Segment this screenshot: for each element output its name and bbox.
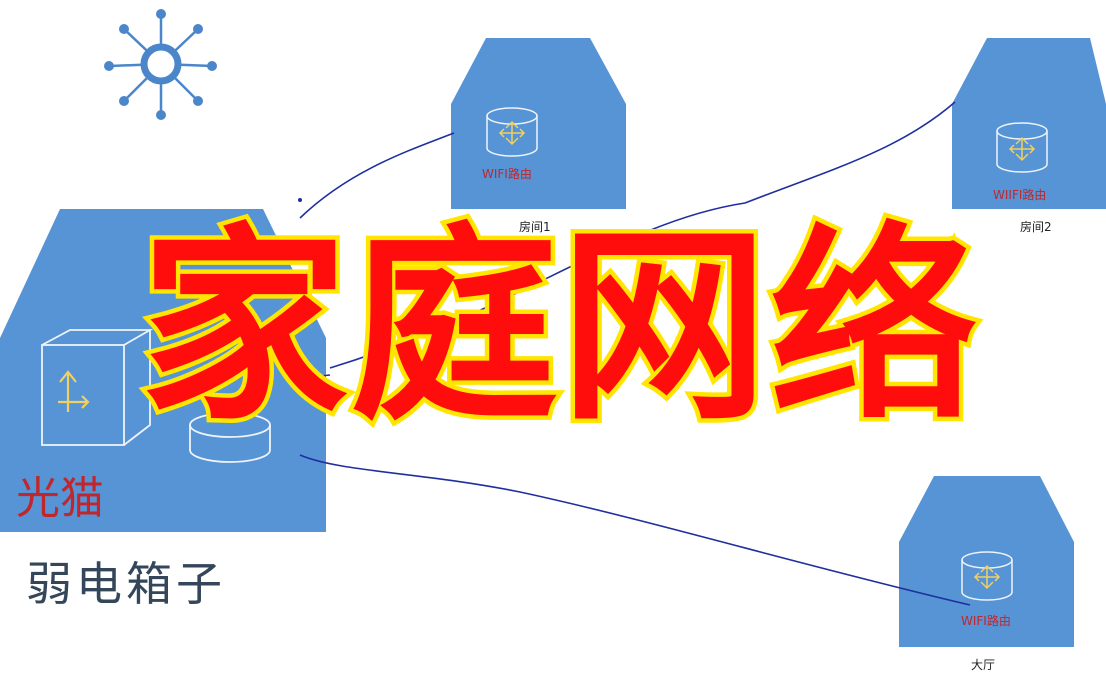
room-label-hall: 大厅 bbox=[971, 658, 996, 672]
room-label-2: 房间2 bbox=[1020, 220, 1052, 234]
router-icon bbox=[996, 122, 1048, 173]
switch-icon bbox=[41, 329, 271, 463]
hub-network-icon bbox=[104, 9, 217, 120]
modem-label: 光猫 bbox=[16, 473, 104, 524]
cable-modem-link bbox=[299, 374, 331, 381]
router-label-room-1: WIFI路由 bbox=[482, 167, 532, 181]
weak-current-box-label: 弱电箱子 bbox=[26, 557, 226, 611]
router-label-room-2: WIIFI路由 bbox=[993, 188, 1047, 202]
network-cables bbox=[298, 101, 971, 606]
modem-box bbox=[0, 209, 326, 532]
room-label-1: 房间1 bbox=[519, 220, 551, 234]
room-box-1 bbox=[451, 38, 626, 209]
router-icon bbox=[486, 107, 538, 157]
router-icon bbox=[961, 551, 1013, 601]
room-box-2 bbox=[952, 38, 1106, 209]
page-title: 家庭网络 bbox=[136, 203, 983, 454]
cable-room-1 bbox=[299, 132, 455, 219]
router-label-hall: WIFI路由 bbox=[961, 614, 1011, 628]
cable-room-2 bbox=[329, 101, 956, 369]
cable-hall bbox=[299, 454, 971, 606]
